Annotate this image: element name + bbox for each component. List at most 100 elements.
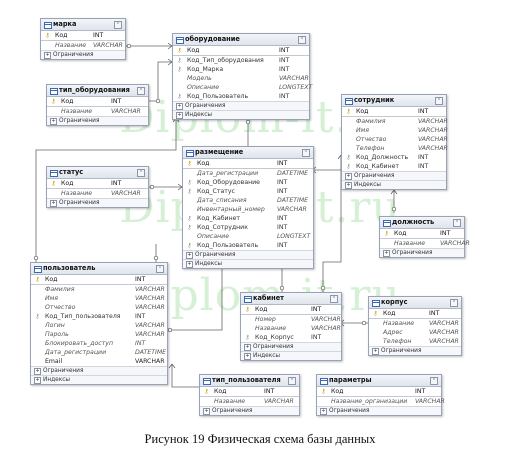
constraints-section[interactable]: +Ограничения bbox=[200, 406, 299, 415]
expand-icon[interactable]: + bbox=[176, 103, 183, 110]
constraints-section[interactable]: +Ограничения bbox=[380, 248, 464, 257]
indexes-section[interactable]: +Индексы bbox=[173, 110, 309, 119]
expand-icon[interactable]: + bbox=[244, 353, 251, 360]
collapse-icon[interactable]: ⌃ bbox=[137, 169, 145, 177]
constraints-section[interactable]: +Ограничения bbox=[173, 101, 309, 110]
constraints-section[interactable]: +Ограничения bbox=[41, 50, 125, 59]
table-header[interactable]: оборудование⌃ bbox=[173, 34, 309, 46]
constraints-section[interactable]: +Ограничения bbox=[183, 250, 313, 259]
table-header[interactable]: размещение⌃ bbox=[183, 147, 313, 159]
expand-icon[interactable]: + bbox=[176, 112, 183, 119]
collapse-icon[interactable]: ⌃ bbox=[302, 149, 310, 157]
constraints-section[interactable]: +Ограничения bbox=[317, 406, 441, 415]
expand-icon[interactable]: + bbox=[34, 368, 41, 375]
constraints-section[interactable]: +Ограничения bbox=[342, 171, 446, 180]
constraints-section[interactable]: +Ограничения bbox=[369, 346, 461, 355]
expand-icon[interactable]: + bbox=[244, 344, 251, 351]
expand-icon[interactable]: + bbox=[345, 173, 352, 180]
constraints-section[interactable]: +Ограничения bbox=[47, 198, 148, 207]
expand-icon[interactable]: + bbox=[34, 377, 41, 384]
collapse-icon[interactable]: ⌃ bbox=[114, 21, 122, 29]
collapse-icon[interactable]: ⌃ bbox=[330, 295, 338, 303]
collapse-icon[interactable]: ⌃ bbox=[453, 219, 461, 227]
expand-icon[interactable]: + bbox=[203, 408, 210, 415]
expand-icon[interactable]: + bbox=[320, 408, 327, 415]
collapse-icon[interactable]: ⌃ bbox=[156, 265, 164, 273]
table-header[interactable]: сотрудник⌃ bbox=[342, 95, 446, 107]
table-header[interactable]: кабинет⌃ bbox=[241, 293, 341, 305]
expand-icon[interactable]: + bbox=[383, 250, 390, 257]
constraints-section[interactable]: +Ограничения bbox=[47, 116, 148, 125]
table-header[interactable]: корпус⌃ bbox=[369, 297, 461, 309]
constraints-section[interactable]: +Ограничения bbox=[31, 366, 167, 375]
collapse-icon[interactable]: ⌃ bbox=[435, 97, 443, 105]
table-header[interactable]: тип_пользователя⌃ bbox=[200, 375, 299, 387]
expand-icon[interactable]: + bbox=[186, 261, 193, 268]
table-header[interactable]: должность⌃ bbox=[380, 217, 464, 229]
collapse-icon[interactable]: ⌃ bbox=[430, 377, 438, 385]
expand-icon[interactable]: + bbox=[44, 52, 51, 59]
expand-icon[interactable]: + bbox=[345, 182, 352, 189]
collapse-icon[interactable]: ⌃ bbox=[450, 299, 458, 307]
collapse-icon[interactable]: ⌃ bbox=[298, 36, 306, 44]
table-header[interactable]: пользователь⌃ bbox=[31, 263, 167, 275]
table-header[interactable]: статус⌃ bbox=[47, 167, 148, 179]
expand-icon[interactable]: + bbox=[50, 118, 57, 125]
expand-icon[interactable]: + bbox=[186, 252, 193, 259]
indexes-section[interactable]: +Индексы bbox=[241, 351, 341, 360]
indexes-section[interactable]: +Индексы bbox=[183, 259, 313, 268]
collapse-icon[interactable]: ⌃ bbox=[137, 87, 145, 95]
